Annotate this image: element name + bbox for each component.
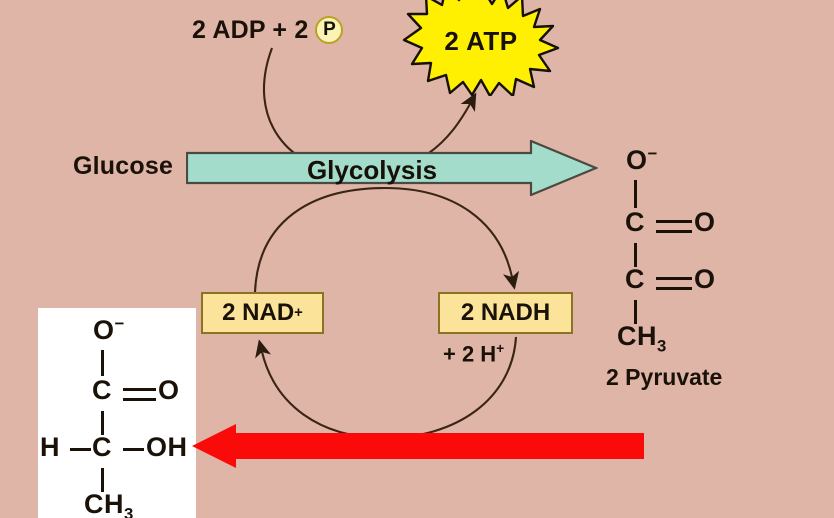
lactate-o1: O — [158, 375, 180, 405]
atom-ch: CH — [617, 321, 657, 351]
pyruvate-c2: C — [625, 264, 645, 294]
atom-o-charge: − — [647, 144, 658, 163]
bond-h-c2 — [70, 448, 91, 451]
bond-c1-c2 — [634, 243, 637, 267]
glycolysis-arrow-shape — [185, 139, 599, 197]
atom-ch3-sub: 3 — [124, 504, 134, 518]
adp-label: 2 ADP + 2 — [192, 15, 309, 44]
nad-charge: + — [294, 305, 303, 321]
adp-phosphate-group: 2 ADP + 2 P — [192, 15, 344, 44]
proton-text: + 2 H — [443, 341, 497, 367]
atp-label: 2 ATP — [444, 26, 518, 56]
lactate-o-minus: O− — [93, 314, 125, 345]
pyruvate-o1: O — [694, 207, 716, 237]
bond-c2-o2-upper — [656, 277, 692, 280]
proton-label: + 2 H+ — [443, 342, 504, 365]
pyruvate-structure: O− C O C O CH3 — [612, 144, 772, 386]
pyruvate-o2: O — [694, 264, 716, 294]
atom-o: O — [626, 145, 648, 175]
atom-ch: CH — [84, 489, 124, 518]
pyruvate-label: 2 Pyruvate — [606, 364, 723, 390]
bond-c2-ch3 — [101, 468, 104, 492]
bond-c2-oh — [123, 448, 144, 451]
fermentation-arrow — [192, 423, 644, 469]
lactate-c1: C — [92, 375, 112, 405]
nad-plus-box: 2 NAD+ — [201, 292, 324, 334]
atom-ch3-sub: 3 — [657, 336, 667, 356]
atom-o-charge: − — [114, 314, 125, 333]
glycolysis-arrow: Glycolysis — [185, 139, 599, 197]
bond-c2-o2-lower — [656, 287, 692, 290]
bond-c2-ch3 — [634, 300, 637, 324]
bond-c1-o1-upper — [656, 220, 692, 223]
bond-o-c1 — [101, 350, 104, 376]
bond-c1-o1-upper — [123, 388, 156, 391]
nad-label: 2 NAD — [222, 299, 295, 326]
nadh-box: 2 NADH — [438, 292, 573, 334]
nadh-label: 2 NADH — [460, 299, 551, 326]
pyruvate-ch3: CH3 — [617, 323, 667, 355]
lactate-structure: O− C O H C OH CH3 — [38, 308, 196, 518]
glycolysis-label: Glycolysis — [306, 155, 438, 185]
bond-c1-c2 — [101, 411, 104, 435]
pyruvate-c1: C — [625, 207, 645, 237]
bond-o-c1 — [634, 180, 637, 208]
pyruvate-o-minus: O− — [626, 144, 658, 175]
starburst-icon — [402, 0, 560, 98]
lactate-panel: O− C O H C OH CH3 — [38, 308, 196, 518]
lactate-ch3: CH3 — [84, 491, 134, 518]
phosphate-icon: P — [315, 16, 344, 44]
lactate-c2: C — [92, 432, 112, 462]
atp-starburst: 2 ATP — [398, 0, 564, 98]
nad-to-nadh-arc — [253, 186, 520, 293]
lactate-h: H — [40, 432, 60, 462]
fermentation-arrow-shape — [192, 424, 644, 468]
proton-charge: + — [496, 341, 505, 356]
lactate-oh: OH — [146, 432, 188, 462]
bond-c1-o1-lower — [123, 398, 156, 401]
glucose-label: Glucose — [73, 152, 174, 180]
atom-o: O — [93, 315, 115, 345]
bond-c1-o1-lower — [656, 230, 692, 233]
